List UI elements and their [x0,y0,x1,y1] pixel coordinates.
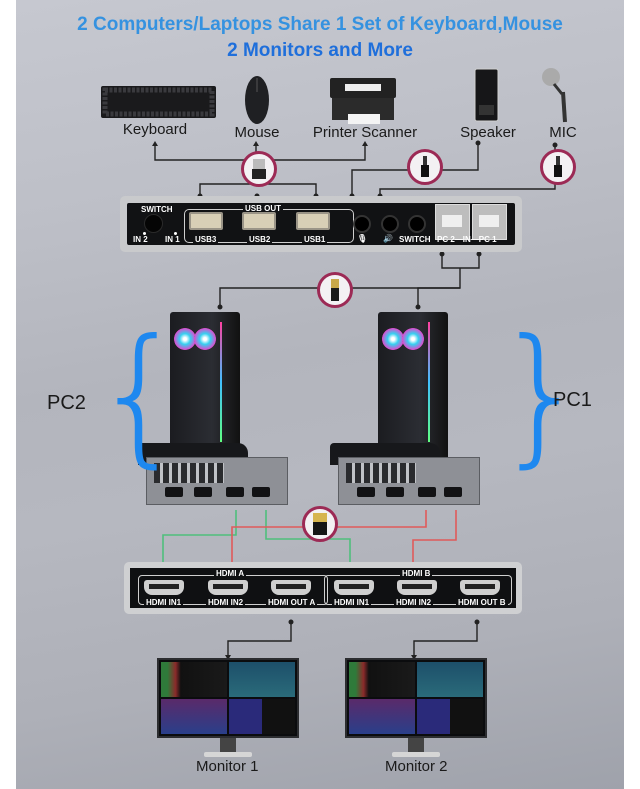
usb-plug-icon [331,279,339,289]
in1-label: IN 1 [165,235,180,244]
hdmi-a-in2-port[interactable] [208,580,248,595]
speaker-symbol-icon: 🔊 [383,234,393,243]
in1-led [174,232,177,235]
title-line-1: 2 Computers/Laptops Share 1 Set of Keybo… [77,14,563,35]
usb3-port[interactable] [189,212,223,230]
pc1-label: PC1 [553,389,592,411]
monitor-1 [157,658,299,738]
pc1-usb-b-port[interactable] [472,204,507,240]
peripheral-label-printer-scanner: Printer Scanner [312,124,418,141]
switch-label: SWITCH [141,205,173,214]
pc2-brace: { [92,308,188,482]
hdmi-b-in1-port[interactable] [334,580,374,595]
pc2-tower [170,312,240,462]
hdmi-b-in2-port[interactable] [397,580,437,595]
usb-plug-icon [253,159,265,169]
hdmi-port-label: HDMI IN1 [332,598,372,607]
peripheral-label-mic: MIC [549,124,577,141]
hdmi-plug-icon [313,513,327,522]
usb1-label: USB1 [302,235,328,244]
audio-plug-icon [556,156,560,166]
speaker-icon [474,68,499,122]
in2-led [143,232,146,235]
fan-icon [402,328,424,350]
hdmi-a-out-port[interactable] [271,580,311,595]
hdmi-connector-badge [302,506,338,542]
mic-jack[interactable] [353,215,371,233]
printer-icon [330,78,396,124]
usb-b-connector-badge [317,272,353,308]
pc2-graphics-card [138,443,288,505]
fan-icon [382,328,404,350]
monitor-2 [345,658,487,738]
hdmi-b-label: HDMI B [400,569,433,578]
usb1-port[interactable] [296,212,330,230]
fan-icon [174,328,196,350]
hdmi-a-label: HDMI A [214,569,247,578]
usb-a-connector-badge [241,151,277,187]
audio-switch-label: SWITCH [399,235,431,244]
mic-symbol-icon: 🎙 [357,234,368,243]
pc1-brace: } [494,308,590,482]
in2-label: IN 2 [133,235,148,244]
monitor-2-label: Monitor 2 [385,758,448,775]
pc2-label: PC2 [47,392,86,414]
monitor-1-label: Monitor 1 [196,758,259,775]
audio-connector-badge [407,149,443,185]
hdmi-port-label: HDMI OUT A [266,598,318,607]
mic-connector-badge [540,149,576,185]
pc1-tower [378,312,448,462]
audio-plug-icon [423,156,427,166]
peripheral-label-speaker: Speaker [460,124,516,141]
hdmi-port-label: HDMI IN2 [394,598,434,607]
kvm-usb-switch: SWITCH IN 2 IN 1 USB OUT USB3 USB2 USB1 … [120,196,522,252]
pc-in-label: PC 2—IN—PC 1 [437,235,497,244]
diagram-background [16,0,624,789]
hdmi-port-label: HDMI IN1 [144,598,184,607]
switch-jack[interactable] [408,215,426,233]
usb-out-label: USB OUT [243,204,283,213]
peripheral-label-mouse: Mouse [234,124,280,141]
usb3-label: USB3 [193,235,219,244]
usb2-port[interactable] [242,212,276,230]
peripheral-label-keyboard: Keyboard [122,121,188,138]
mouse-icon [245,76,269,124]
hdmi-b-out-port[interactable] [460,580,500,595]
speaker-jack[interactable] [381,215,399,233]
hdmi-switch: HDMI A HDMI B HDMI IN1 HDMI IN2 HDMI OUT… [124,562,522,614]
title-line-2: 2 Monitors and More [227,40,413,61]
microphone-icon [542,68,567,123]
pc1-graphics-card [330,443,480,505]
pc2-usb-b-port[interactable] [435,204,470,240]
hdmi-port-label: HDMI OUT B [456,598,508,607]
keyboard-icon [101,86,216,118]
usb2-label: USB2 [247,235,273,244]
hdmi-a-in1-port[interactable] [144,580,184,595]
hdmi-port-label: HDMI IN2 [206,598,246,607]
switch-button[interactable] [144,214,163,233]
fan-icon [194,328,216,350]
